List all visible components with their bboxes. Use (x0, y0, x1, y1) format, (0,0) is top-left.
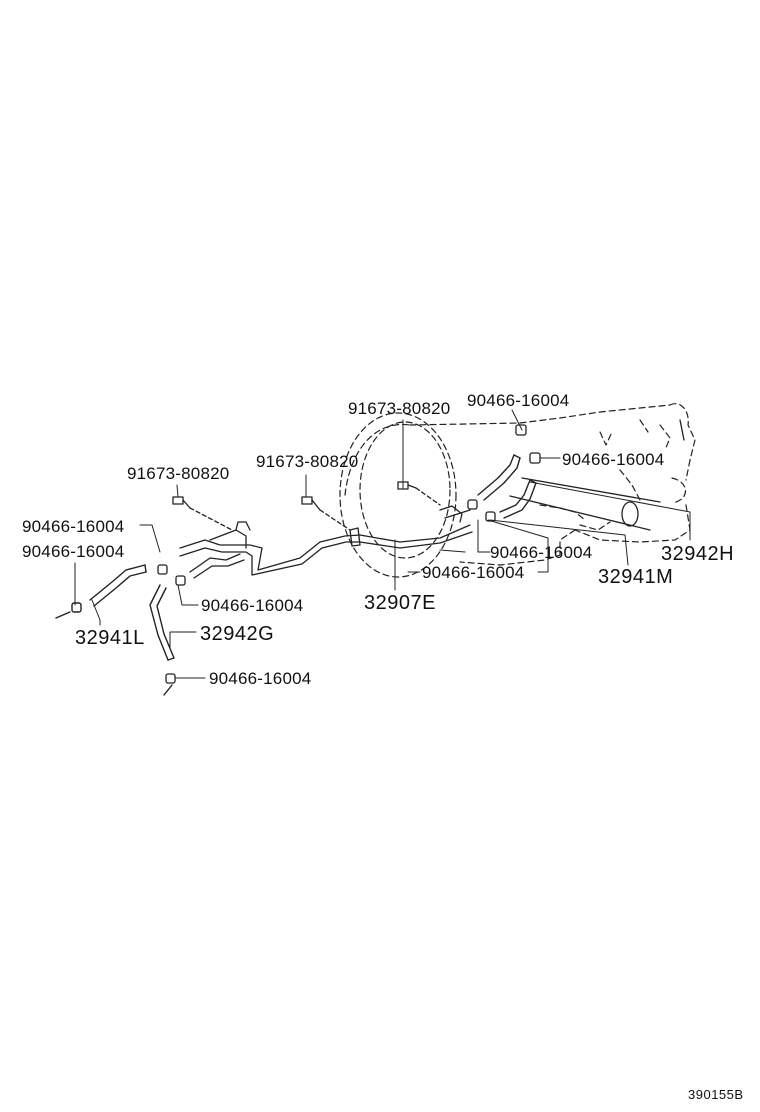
bolt-center (397, 481, 441, 506)
part-32941l: 32941L (75, 627, 145, 649)
part-32941m: 32941M (598, 566, 674, 588)
callout-clamp-mid-lower: 90466-16004 (201, 596, 304, 615)
callout-clamp-top: 90466-16004 (467, 391, 570, 410)
clamps-left (157, 564, 186, 684)
hose-32942g (149, 584, 175, 696)
callout-clamp-right-1: 90466-16004 (490, 543, 593, 562)
callout-bolt-center: 91673-80820 (348, 399, 451, 418)
callout-clamp-left-2: 90466-16004 (22, 542, 125, 561)
clamp-top (515, 424, 541, 464)
diagram-code: 390155B (688, 1087, 744, 1102)
transmission-tail (509, 419, 685, 531)
part-32907e: 32907E (364, 592, 436, 614)
transmission-outline (339, 403, 696, 578)
pipe-assembly (179, 505, 473, 579)
callout-clamp-left-1: 90466-16004 (22, 517, 125, 536)
callout-clamp-top-right: 90466-16004 (562, 450, 665, 469)
callout-bolt-mid: 91673-80820 (256, 452, 359, 471)
bolt-left (172, 496, 233, 531)
callout-clamp-right-2: 90466-16004 (422, 563, 525, 582)
leader-lines (74, 409, 691, 679)
callout-bolt-left: 91673-80820 (127, 464, 230, 483)
hose-32941m (499, 479, 537, 519)
clamps-right (467, 499, 496, 522)
part-32942g: 32942G (200, 623, 275, 645)
hose-32942h (477, 454, 521, 501)
callout-clamp-bottom: 90466-16004 (209, 669, 312, 688)
bolt-mid (301, 496, 351, 531)
hose-32941l (55, 564, 147, 619)
part-32942h: 32942H (661, 543, 735, 565)
